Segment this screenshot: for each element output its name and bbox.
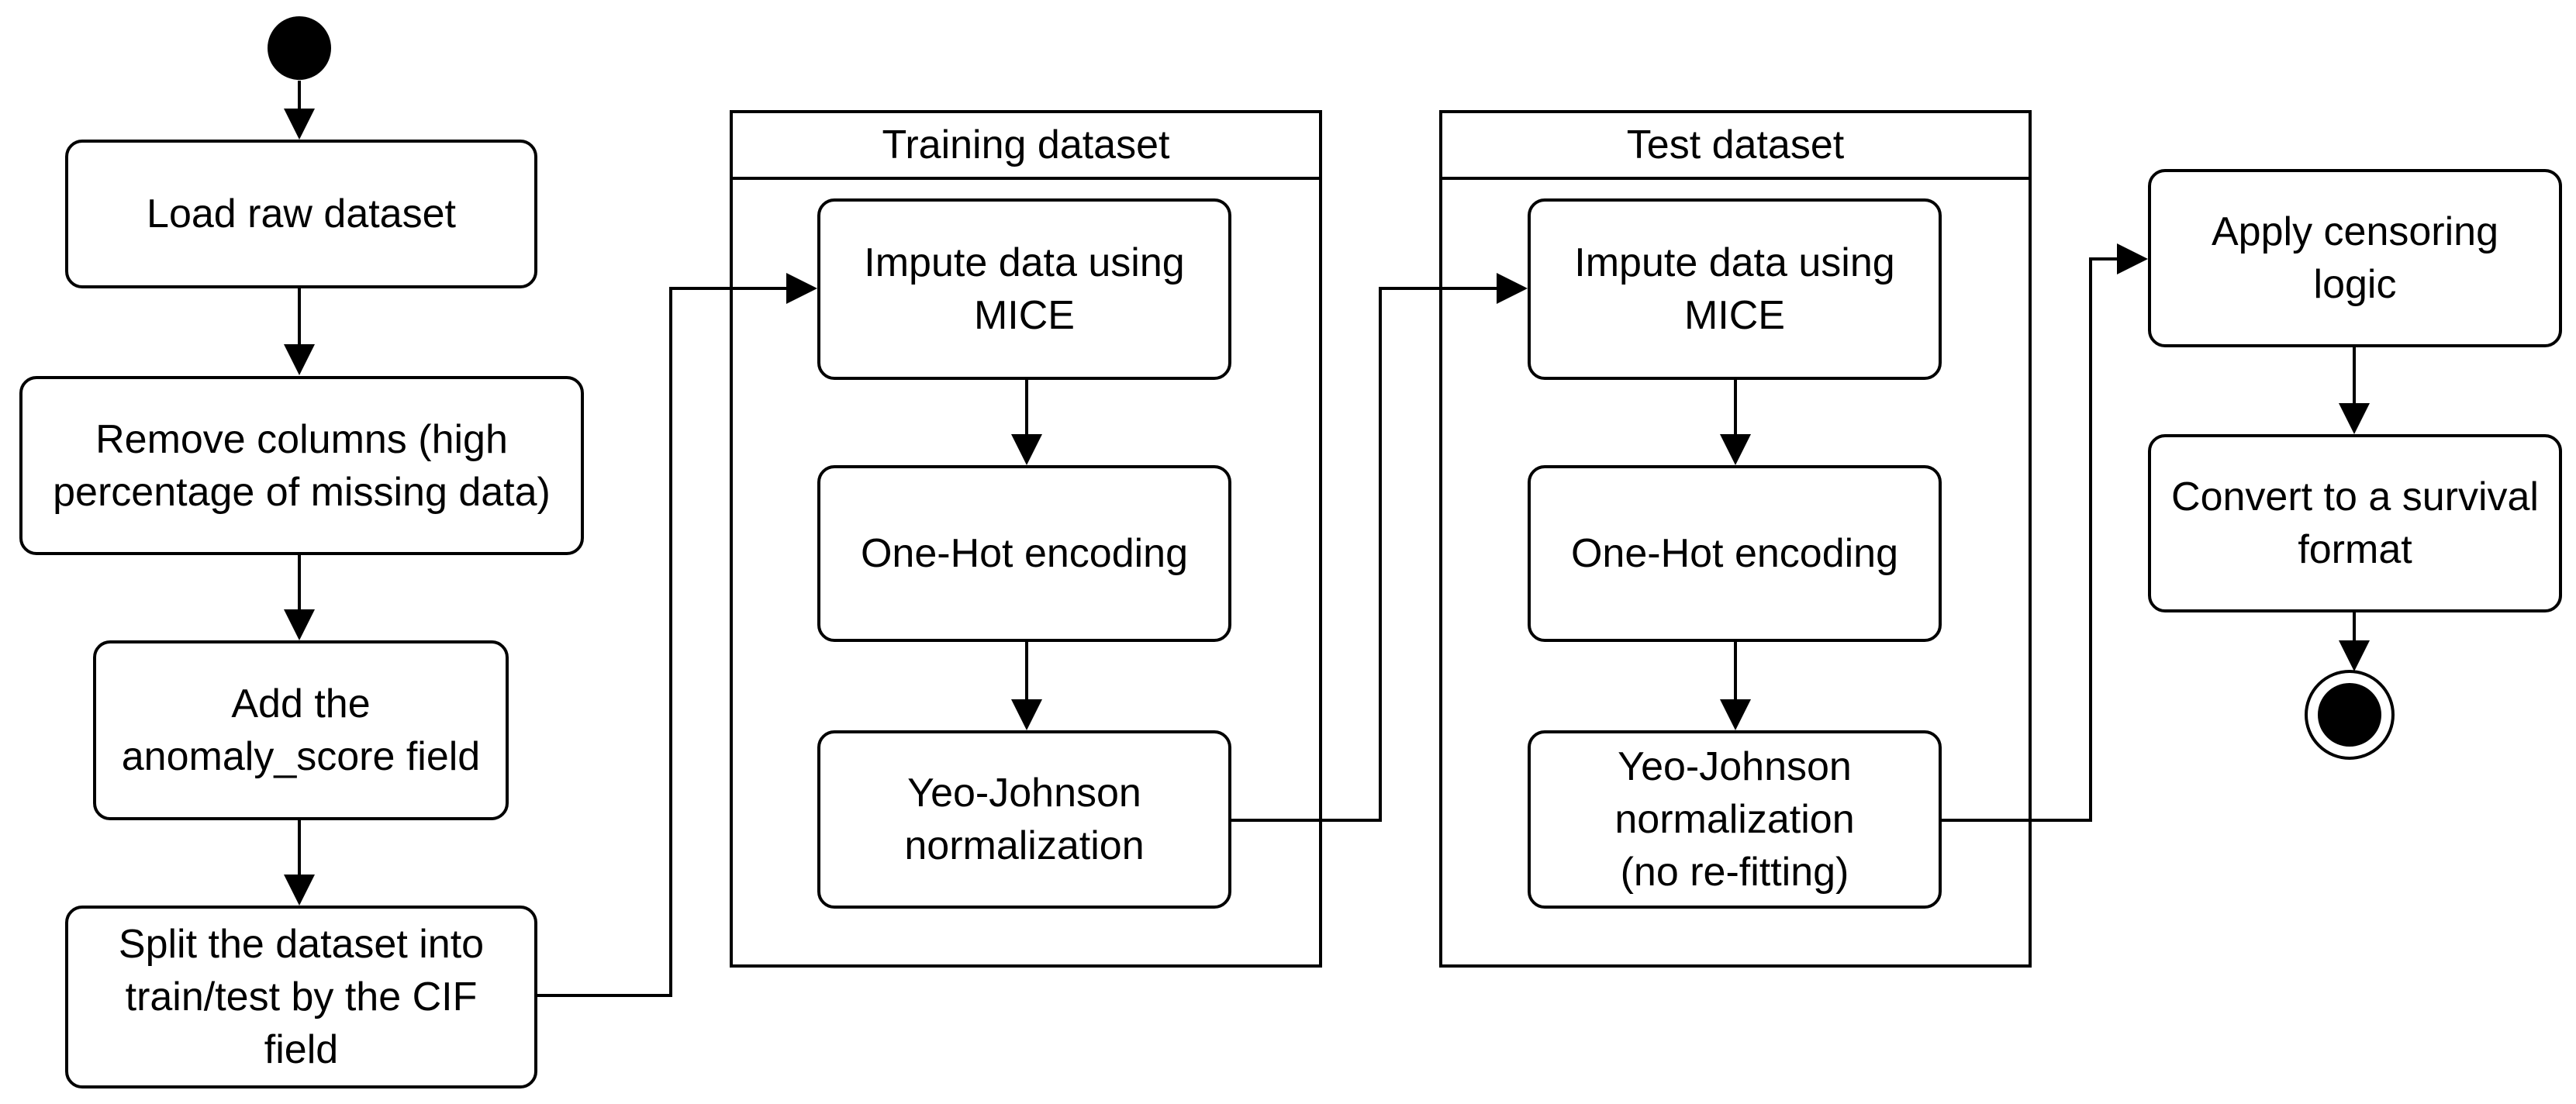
edge-test-yeo-to-censor <box>1942 243 2148 822</box>
lane-test-title: Test dataset <box>1442 113 2029 180</box>
node-test-impute-mice: Impute data using MICE <box>1528 198 1942 380</box>
node-train-impute-mice: Impute data using MICE <box>817 198 1231 380</box>
edge-split-to-train-impute <box>537 273 817 997</box>
node-remove-columns: Remove columns (high percentage of missi… <box>19 376 584 555</box>
lane-training-dataset: Training dataset <box>730 110 1322 968</box>
node-convert-survival: Convert to a survival format <box>2148 434 2562 612</box>
lane-training-title: Training dataset <box>733 113 1319 180</box>
end-node-core <box>2318 683 2381 747</box>
node-test-yeo-johnson: Yeo-Johnson normalization (no re-fitting… <box>1528 730 1942 909</box>
node-test-one-hot: One-Hot encoding <box>1528 465 1942 642</box>
node-load-raw-dataset: Load raw dataset <box>65 140 537 288</box>
node-split-dataset: Split the dataset into train/test by the… <box>65 906 537 1088</box>
start-node <box>268 16 331 80</box>
node-train-one-hot: One-Hot encoding <box>817 465 1231 642</box>
node-add-anomaly-score: Add the anomaly_score field <box>93 640 509 820</box>
lane-test-dataset: Test dataset <box>1439 110 2032 968</box>
edge-train-yeo-to-test-impute <box>1231 273 1528 822</box>
node-train-yeo-johnson: Yeo-Johnson normalization <box>817 730 1231 909</box>
node-apply-censoring: Apply censoring logic <box>2148 169 2562 347</box>
